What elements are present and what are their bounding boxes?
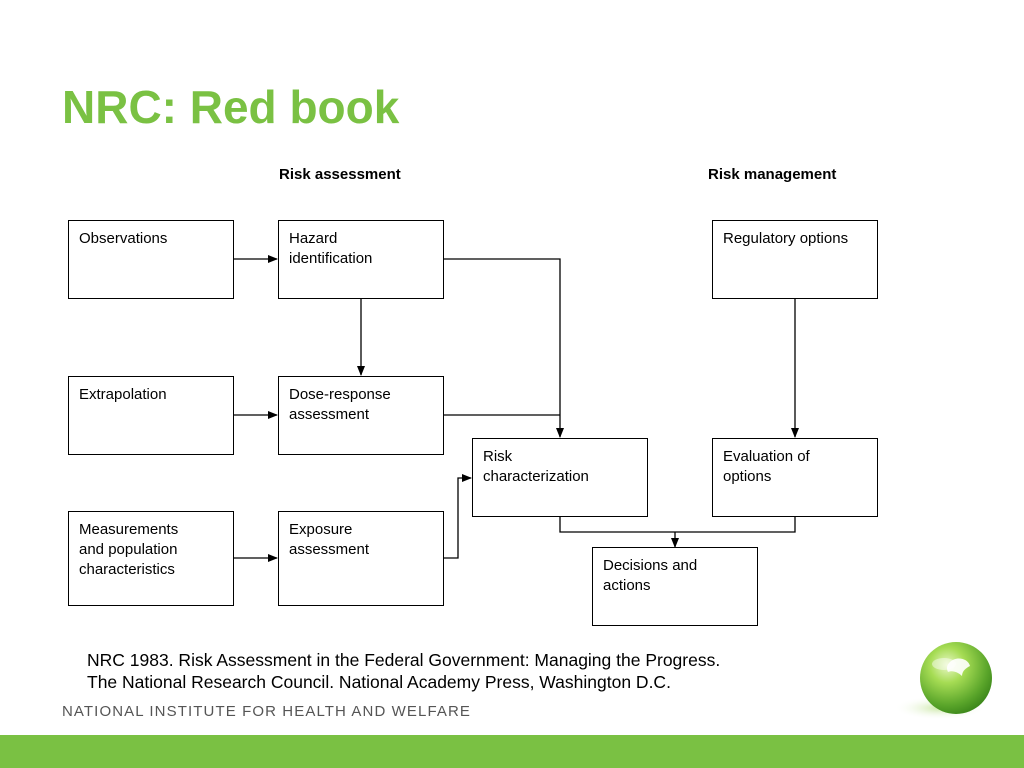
box-extrapolation-line-1: Extrapolation (79, 386, 167, 403)
institute-name: NATIONAL INSTITUTE FOR HEALTH AND WELFAR… (62, 703, 472, 720)
citation-line-1: NRC 1983. Risk Assessment in the Federal… (87, 650, 721, 670)
risk-assessment-header: Risk assessment (279, 166, 401, 183)
box-observations-line-1: Observations (79, 230, 168, 247)
footer-bar (0, 735, 1024, 768)
box-dose-response-line-1: Dose-response (289, 386, 391, 403)
box-exposure-line-2: assessment (289, 541, 370, 558)
box-exposure-line-1: Exposure (289, 521, 353, 538)
box-measurements: Measurements and population characterist… (68, 511, 234, 606)
box-decisions-and-actions: Decisions and actions (592, 547, 758, 626)
box-extrapolation: Extrapolation (68, 376, 234, 455)
box-regulatory-options: Regulatory options (712, 220, 878, 299)
box-regulatory-line-1: Regulatory options (723, 230, 849, 247)
box-hazard-line-2: identification (289, 250, 373, 267)
box-evaluation-of-options: Evaluation of options (712, 438, 878, 517)
risk-management-header: Risk management (708, 166, 837, 183)
box-measurements-line-2: and population (79, 541, 178, 558)
box-decisions-line-2: actions (603, 577, 651, 594)
arrow-hazard-to-risk-characterization (444, 258, 564, 438)
box-risk-characterization: Risk characterization (472, 438, 648, 517)
citation-line-2: The National Research Council. National … (87, 672, 671, 692)
box-exposure-assessment: Exposure assessment (278, 511, 444, 606)
slide-title: NRC: Red book (62, 81, 400, 133)
box-evaluation-line-1: Evaluation of (723, 448, 810, 465)
box-evaluation-line-2: options (723, 468, 772, 485)
citation: NRC 1983. Risk Assessment in the Federal… (87, 649, 720, 693)
arrow-exposure-to-risk-characterization (444, 474, 472, 559)
box-dose-response: Dose-response assessment (278, 376, 444, 455)
box-hazard-identification: Hazard identification (278, 220, 444, 299)
box-dose-response-line-2: assessment (289, 406, 370, 423)
line-risk-to-decisions (559, 517, 796, 533)
box-decisions-line-1: Decisions and (603, 557, 698, 574)
box-measurements-line-3: characteristics (79, 561, 175, 578)
box-risk-line-1: Risk (483, 448, 513, 465)
box-risk-line-2: characterization (483, 468, 589, 485)
box-measurements-line-1: Measurements (79, 521, 179, 538)
green-globe-logo-icon (894, 642, 992, 720)
box-hazard-line-1: Hazard (289, 230, 338, 247)
box-observations: Observations (68, 220, 234, 299)
